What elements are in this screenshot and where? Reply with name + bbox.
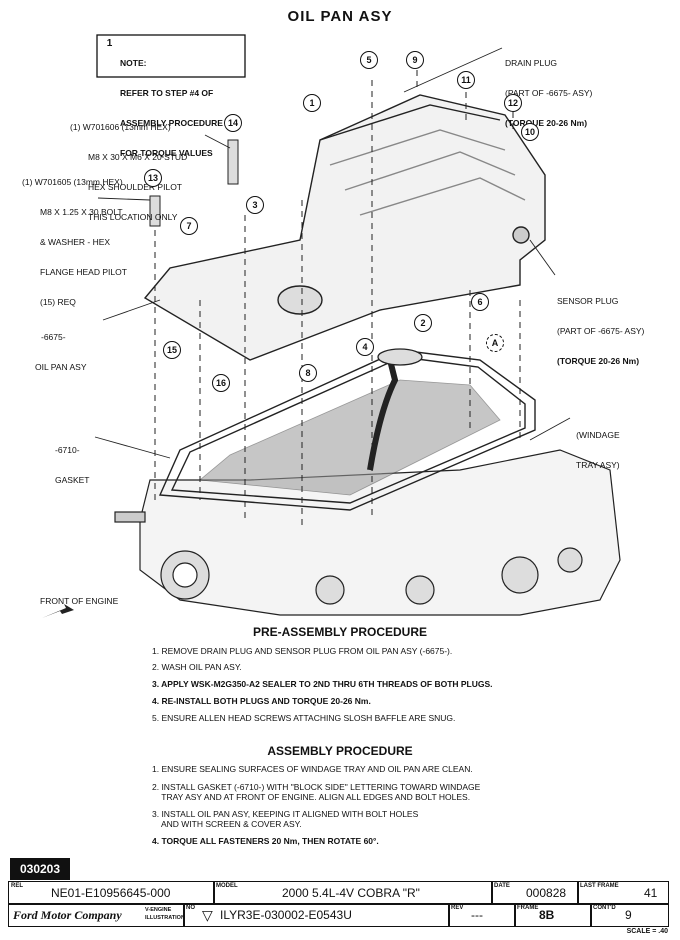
- pre-assembly-title: PRE-ASSEMBLY PROCEDURE: [252, 625, 428, 639]
- front-of-engine-label: FRONT OF ENGINE: [40, 596, 119, 606]
- brand-cell: Ford Motor Company V-ENGINE ILLUSTRATION: [8, 903, 185, 927]
- windage-tray-label: (WINDAGE TRAY ASY): [576, 430, 620, 470]
- model-value: 2000 5.4L-4V COBRA "R": [282, 886, 420, 900]
- pre-assembly-step: 3. APPLY WSK-M2G350-A2 SEALER TO 2ND THR…: [152, 679, 493, 689]
- assembly-step: 3. INSTALL OIL PAN ASY, KEEPING IT ALIGN…: [152, 809, 419, 819]
- windage-tray-mesh: [199, 379, 501, 496]
- model-cell: MODEL 2000 5.4L-4V COBRA "R": [213, 881, 493, 905]
- scale-label: SCALE = .40: [626, 928, 668, 935]
- assembly-step-continued: AND WITH SCREEN & COVER ASY.: [152, 819, 302, 829]
- callout-number-4: 4: [356, 338, 374, 356]
- bolt-and-stud: [149, 139, 239, 227]
- assembly-step-continued: TRAY ASY AND AT FRONT OF ENGINE. ALIGN A…: [152, 792, 471, 802]
- page-title: OIL PAN ASY: [287, 8, 393, 25]
- drawing-number-value: ILYR3E-030002-E0543U: [220, 908, 352, 922]
- gasket-outline: [158, 349, 536, 511]
- sensor-plug-callout: SENSOR PLUG (PART OF -6675- ASY) (TORQUE…: [557, 296, 645, 366]
- rev-value: ---: [471, 908, 483, 922]
- callout-number-10: 10: [521, 123, 539, 141]
- pre-assembly-step: 2. WASH OIL PAN ASY.: [152, 662, 242, 672]
- pre-assembly-step: 5. ENSURE ALLEN HEAD SCREWS ATTACHING SL…: [152, 713, 456, 723]
- assembly-step: 1. ENSURE SEALING SURFACES OF WINDAGE TR…: [152, 764, 473, 774]
- bolt-callout: (1) W701605 (13mm HEX) M8 X 1.25 X 30 BO…: [22, 177, 127, 307]
- engine-block: [114, 449, 621, 616]
- callout-number-11: 11: [457, 71, 475, 89]
- assembly-title: ASSEMBLY PROCEDURE: [267, 744, 413, 758]
- note-marker: 1: [106, 38, 113, 49]
- ford-logo: Ford Motor Company: [13, 908, 122, 922]
- drawing-id-badge: 030203: [10, 858, 70, 880]
- gasket-label: -6710- GASKET: [55, 445, 90, 485]
- assembly-steps: 1. ENSURE SEALING SURFACES OF WINDAGE TR…: [152, 764, 652, 854]
- contd-value: 9: [625, 908, 632, 922]
- assembly-step: 2. INSTALL GASKET (-6710-) WITH "BLOCK S…: [152, 782, 481, 792]
- pickup-screen: [377, 348, 423, 366]
- callout-number-8: 8: [299, 364, 317, 382]
- callout-number-13: 13: [144, 169, 162, 187]
- last-frame-cell: LAST FRAME 41: [577, 881, 669, 905]
- assembly-step: 4. TORQUE ALL FASTENERS 20 Nm, THEN ROTA…: [152, 836, 379, 846]
- oil-pan-label: -6675- OIL PAN ASY: [35, 332, 87, 372]
- callout-number-7: 7: [180, 217, 198, 235]
- stud-callout: (1) W701606 (13mm HEX) M8 X 30 X M6 X 20…: [70, 122, 188, 222]
- callout-number-12: 12: [504, 94, 522, 112]
- triangle-icon: ▽: [202, 907, 213, 923]
- oil-pan-exploded-drawing: [42, 34, 621, 618]
- callout-number-14: 14: [224, 114, 242, 132]
- last-frame-value: 41: [644, 886, 658, 900]
- callout-number-2: 2: [414, 314, 432, 332]
- note-box: [96, 34, 246, 78]
- pre-assembly-steps: 1. REMOVE DRAIN PLUG AND SENSOR PLUG FRO…: [152, 646, 652, 726]
- rev-cell: REV ---: [448, 903, 516, 927]
- rel-cell: REL NE01-E10956645-000: [8, 881, 215, 905]
- frame-value: 8B: [539, 908, 555, 922]
- callout-number-1: 1: [303, 94, 321, 112]
- leader-lines: [94, 47, 571, 459]
- callout-number-6: 6: [471, 293, 489, 311]
- callout-number-5: 5: [360, 51, 378, 69]
- front-arrow-icon: [42, 604, 74, 618]
- rel-value: NE01-E10956645-000: [51, 886, 171, 900]
- date-cell: DATE 000828: [491, 881, 579, 905]
- callout-number-9: 9: [406, 51, 424, 69]
- drain-plug-callout: DRAIN PLUG (PART OF -6675- ASY) (TORQUE …: [505, 58, 593, 128]
- pre-assembly-step: 4. RE-INSTALL BOTH PLUGS AND TORQUE 20-2…: [152, 696, 371, 706]
- date-value: 000828: [526, 886, 567, 900]
- callout-number-16: 16: [212, 374, 230, 392]
- frame-cell: FRAME 8B: [514, 903, 592, 927]
- drawing-number-cell: NO ▽ ILYR3E-030002-E0543U: [183, 903, 450, 927]
- pre-assembly-step: 1. REMOVE DRAIN PLUG AND SENSOR PLUG FRO…: [152, 646, 453, 656]
- callout-number-3: 3: [246, 196, 264, 214]
- contd-cell: CONT'D 9: [590, 903, 669, 927]
- note-text: NOTE: REFER TO STEP #4 OF ASSEMBLY PROCE…: [120, 58, 223, 158]
- reference-marker-a: A: [486, 334, 504, 352]
- callout-number-15: 15: [163, 341, 181, 359]
